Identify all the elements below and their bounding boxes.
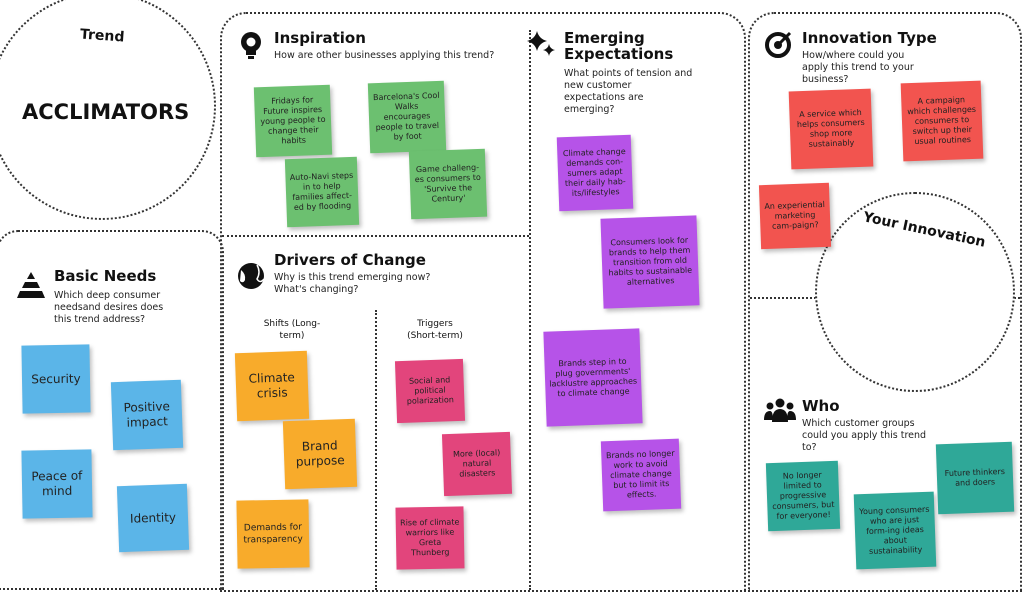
- innovation-type-title: Innovation Type: [802, 29, 937, 47]
- triggers-label: Triggers (Short-term): [407, 319, 463, 341]
- sticky-note[interactable]: Climate crisis: [234, 350, 310, 422]
- sticky-note[interactable]: Identity: [116, 483, 190, 553]
- inspiration-title: Inspiration: [274, 29, 366, 47]
- sticky-note[interactable]: Brands no longer work to avoid climate c…: [600, 438, 682, 512]
- shifts-label: Shifts (Long-term): [263, 319, 321, 341]
- sparkle-icon: [527, 31, 555, 56]
- sticky-note[interactable]: Demands for transparency: [236, 499, 310, 569]
- sticky-note[interactable]: More (local) natural disasters: [441, 431, 513, 497]
- sticky-note[interactable]: Security: [21, 344, 91, 414]
- divider-horizontal: [222, 235, 529, 237]
- sticky-note[interactable]: Barcelona's Cool Walks encourages people…: [367, 80, 447, 154]
- globe-icon: [238, 263, 265, 289]
- innovation-type-question: How/where could you apply this trend to …: [802, 50, 914, 85]
- sticky-note[interactable]: Young consumers who are just form-ing id…: [853, 491, 937, 570]
- sticky-note[interactable]: No longer limited to progressive consume…: [765, 460, 841, 532]
- drivers-question: Why is this trend emerging now? What's c…: [274, 272, 431, 295]
- trend-label: Trend: [79, 26, 125, 46]
- lightbulb-icon: [241, 32, 261, 59]
- sticky-note[interactable]: Future thinkers and doers: [935, 441, 1015, 515]
- inspiration-question: How are other businesses applying this t…: [274, 50, 495, 61]
- who-question: Which customer groups could you apply th…: [802, 418, 927, 453]
- drivers-title: Drivers of Change: [274, 251, 426, 269]
- sticky-note[interactable]: Rise of climate warriors like Greta Thun…: [395, 506, 465, 570]
- sticky-note[interactable]: Peace of mind: [21, 449, 93, 519]
- sticky-note[interactable]: Social and political polarization: [394, 358, 466, 424]
- emerging-title: Emerging Expectations: [564, 29, 674, 63]
- sticky-note[interactable]: A campaign which challenges consumers to…: [900, 80, 984, 162]
- target-icon: [765, 31, 792, 58]
- sticky-note[interactable]: Consumers look for brands to help them t…: [600, 215, 700, 309]
- drivers-divider: [375, 310, 377, 590]
- sticky-note[interactable]: Brand purpose: [282, 418, 358, 490]
- sticky-note[interactable]: Auto-Navi steps in to help families affe…: [284, 156, 360, 228]
- who-title: Who: [802, 397, 840, 415]
- sticky-note[interactable]: Positive impact: [110, 379, 184, 451]
- sticky-note[interactable]: Fridays for Future inspires young people…: [253, 84, 333, 158]
- trend-name: ACCLIMATORS: [22, 100, 190, 124]
- divider-vertical: [529, 30, 531, 590]
- basic-needs-question: Which deep consumer needsand desires doe…: [54, 290, 164, 325]
- sticky-note[interactable]: A service which helps consumers shop mor…: [788, 88, 874, 170]
- pyramid-icon: [17, 272, 45, 298]
- emerging-question: What points of tension and new customer …: [564, 68, 693, 115]
- people-icon: [764, 398, 796, 422]
- basic-needs-title: Basic Needs: [54, 267, 157, 285]
- sticky-note[interactable]: Game challeng-es consumers to 'Survive t…: [408, 148, 488, 220]
- your-innovation-circle: [815, 192, 1015, 392]
- sticky-note[interactable]: An experiential marketing cam-paign?: [758, 182, 832, 250]
- sticky-note[interactable]: Brands step in to plug governments' lack…: [543, 328, 643, 427]
- trend-circle: [0, 0, 216, 220]
- sticky-note[interactable]: Climate change demands con-sumers adapt …: [556, 134, 634, 212]
